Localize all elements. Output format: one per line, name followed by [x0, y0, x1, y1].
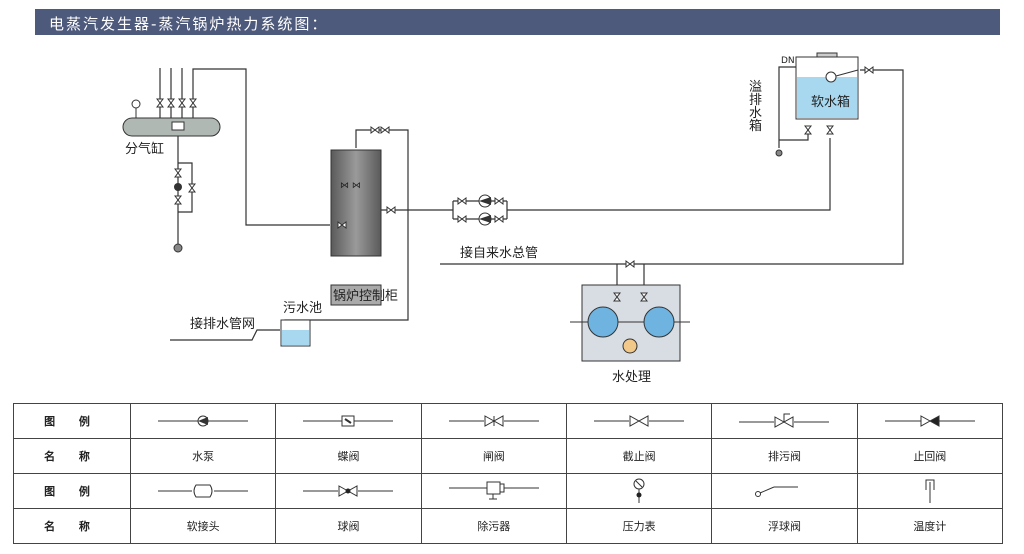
legend-symbol: [565, 473, 713, 509]
sewage-pool-label: 污水池: [283, 301, 322, 316]
legend-name: 除污器: [420, 508, 567, 544]
ball-valve-icon: [303, 485, 394, 497]
header-tank: 分气缸: [122, 98, 221, 253]
boiler-control-cabinet: [330, 284, 382, 306]
blowdown-valve-icon: [739, 413, 830, 428]
water-treatment-unit: [570, 260, 690, 362]
legend-symbol: [129, 403, 277, 439]
legend-row-header: 名 称: [13, 438, 131, 474]
pump-group: [457, 194, 504, 226]
legend-name: 蝶阀: [275, 438, 422, 474]
thermometer-icon: [925, 479, 935, 503]
soft-water-tank: [775, 52, 874, 157]
flexible-joint-icon: [158, 484, 249, 498]
water-treatment-label: 水处理: [612, 370, 651, 385]
float-valve-icon: [755, 486, 799, 497]
legend-name: 闸阀: [420, 438, 567, 474]
legend-row-header: 图 例: [13, 473, 131, 509]
legend-symbol: [275, 403, 422, 439]
legend-symbol: [856, 473, 1004, 509]
legend-symbol: [565, 403, 713, 439]
legend-symbol-row: 图 例: [13, 473, 1004, 509]
legend-row-header: 名 称: [13, 508, 131, 544]
pipe-network: [159, 66, 904, 341]
legend-name: 球阀: [275, 508, 422, 544]
legend-symbol-row: 图 例: [13, 403, 1004, 439]
gate-valve-icon: [448, 415, 539, 427]
sewage-pool: [280, 319, 311, 347]
legend-name: 温度计: [856, 508, 1004, 544]
overflow-tank-label: 溢 排 水 箱: [749, 80, 762, 134]
legend-symbol: [129, 473, 277, 509]
legend-name-row: 名 称 软接头 球阀 除污器 压力表 浮球阀 温度计: [13, 508, 1004, 544]
legend-name: 软接头: [129, 508, 277, 544]
legend-table: 图 例 名 称 水泵 蝶阀 闸阀 截止阀 排污阀 止回阀 图 例 名 称 软接头…: [13, 403, 1004, 544]
legend-name: 浮球阀: [711, 508, 858, 544]
legend-name-row: 名 称 水泵 蝶阀 闸阀 截止阀 排污阀 止回阀: [13, 438, 1004, 474]
legend-name: 压力表: [565, 508, 713, 544]
legend-symbol: [711, 403, 858, 439]
legend-name: 截止阀: [565, 438, 713, 474]
tap-water-main-label: 接自来水总管: [460, 245, 538, 261]
soft-water-tank-label: 软水箱: [811, 94, 850, 110]
svg-text:水: 水: [749, 106, 762, 121]
check-valve-icon: [884, 415, 975, 427]
legend-row-header: 图 例: [13, 403, 131, 439]
header-tank-label: 分气缸: [125, 141, 164, 157]
legend-name: 止回阀: [856, 438, 1004, 474]
drain-network-label: 接排水管网: [190, 316, 255, 332]
pressure-gauge-icon: [131, 99, 141, 109]
boiler-control-label: 锅炉控制柜: [333, 288, 398, 304]
legend-name: 排污阀: [711, 438, 858, 474]
boiler-internal-valves: ⋈ ⋈: [340, 181, 361, 191]
legend-symbol: [420, 403, 567, 439]
strainer-icon: [174, 183, 182, 191]
dn-label: DN: [781, 56, 795, 66]
page-title: 电蒸汽发生器-蒸汽锅炉热力系统图：: [49, 15, 329, 33]
title-bar: 电蒸汽发生器-蒸汽锅炉热力系统图：: [35, 9, 1000, 35]
legend-name: 水泵: [129, 438, 277, 474]
drain-point-icon: [173, 243, 183, 253]
thermal-system-diagram: 分气缸 ⋈ ⋈ 锅炉控制柜 污水池 接排水管网 接自来水总管 水处理: [122, 52, 904, 385]
strainer-icon: [448, 481, 539, 500]
legend-symbol: [711, 473, 858, 509]
boiler: ⋈ ⋈: [330, 126, 396, 257]
butterfly-valve-icon: [303, 415, 394, 427]
globe-valve-icon: [594, 415, 685, 427]
svg-text:排: 排: [749, 93, 762, 108]
pressure-gauge-icon: [633, 478, 645, 503]
legend-symbol: [420, 473, 567, 509]
water-pump-icon: [158, 415, 249, 427]
svg-text:溢: 溢: [749, 80, 762, 95]
legend-symbol: [275, 473, 422, 509]
svg-text:箱: 箱: [749, 118, 762, 134]
legend-symbol: [856, 403, 1004, 439]
